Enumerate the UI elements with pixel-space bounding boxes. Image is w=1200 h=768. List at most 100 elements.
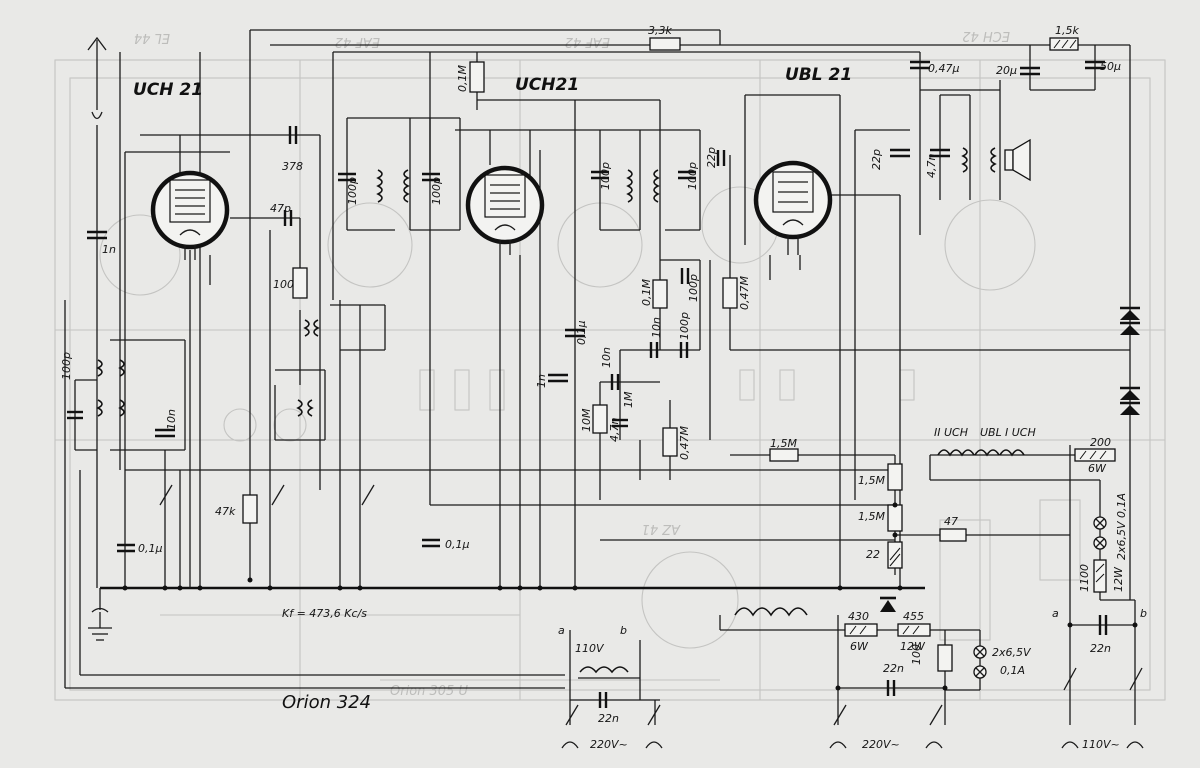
label: 1,5M (858, 510, 885, 523)
wiring (64, 29, 1136, 725)
label: 12W (1112, 566, 1125, 592)
component-labels: UCH 21 UCH21 UBL 21 Orion 324 378 47p 10… (60, 24, 1147, 751)
label: 100p (686, 162, 699, 190)
ghost-lamp (273, 408, 307, 442)
label: 22 (866, 548, 880, 561)
resistor-47 (939, 528, 967, 542)
resistors (242, 37, 1116, 672)
label: 50µ (1100, 60, 1121, 73)
ghost-res (779, 369, 795, 401)
label: 6W (1088, 462, 1107, 475)
resistor-1100-12W (1093, 559, 1107, 593)
label: 0,1µ (575, 321, 588, 346)
label: I UCH (1005, 426, 1036, 439)
ghost-frame-inner (69, 77, 1151, 691)
label: 430 (848, 610, 869, 623)
switches (159, 484, 1143, 726)
resistor-1-5M-a (887, 463, 903, 491)
label: 200 (1090, 436, 1111, 449)
ghost-res (489, 369, 505, 411)
ghost-label: AZ 41 (642, 521, 681, 536)
tube-label: UCH 21 (133, 80, 203, 100)
label: 100p (60, 352, 73, 380)
resistor-10M (592, 404, 608, 434)
label: 100 (273, 278, 294, 291)
label: 1,5M (858, 474, 885, 487)
ghost-tube (944, 199, 1036, 291)
label: 22n (1090, 642, 1111, 655)
label: 0,1M (640, 279, 653, 306)
label: b (1140, 607, 1147, 620)
label: 6W (850, 640, 869, 653)
label: a (1052, 607, 1059, 620)
ghost-box (1039, 499, 1081, 581)
label: 3,3k (648, 24, 672, 37)
ghost-tube (641, 551, 739, 649)
speaker-icon (1004, 138, 1031, 182)
ghost-label: EAF 42 (335, 34, 380, 49)
label: 0,1µ (445, 538, 470, 551)
label: 220V~ (862, 738, 900, 751)
resistor-100 (292, 267, 308, 299)
ghost-label: ECH 42 (962, 28, 1010, 43)
coils (96, 147, 1025, 679)
label: 22n (883, 662, 904, 675)
resistor-0-47M-a (722, 277, 738, 309)
tube-ubl21 (753, 160, 833, 255)
ghost-label: EAF 42 (565, 34, 610, 49)
ghost-label: Orion 305 U (390, 684, 468, 699)
ghost-res (739, 369, 755, 401)
label: 100p (599, 162, 612, 190)
label: b (620, 624, 627, 637)
label: 100p (430, 177, 443, 205)
tube-label: UCH21 (515, 75, 579, 95)
label: 47k (215, 505, 236, 518)
label: 12W (900, 640, 926, 653)
resistor-1-5M-h (769, 448, 799, 462)
ghost-label: EL 44 (134, 30, 170, 45)
antenna-symbol (87, 36, 107, 120)
ghost-res (419, 369, 435, 411)
label: 1100 (1078, 564, 1091, 592)
label: 100p (346, 177, 359, 205)
resistor-200-6W (1074, 448, 1116, 462)
label: 0,1µ (138, 542, 163, 555)
junction-dots (122, 502, 1138, 691)
label: 1n (102, 243, 116, 256)
label: 1n (535, 374, 548, 388)
resistor-430-6W (844, 623, 878, 637)
label: 100p (678, 312, 691, 340)
label: 4,7n (925, 154, 938, 178)
resistor-22 (887, 541, 903, 569)
label: 20µ (996, 64, 1017, 77)
label: 22n (598, 712, 619, 725)
resistor-455-12W (897, 623, 931, 637)
label: 110V~ (1082, 738, 1120, 751)
ghost-res (454, 369, 470, 411)
resistor-0-1M (652, 279, 668, 309)
label: 100 (910, 644, 923, 665)
ghost-lamp (223, 408, 257, 442)
label: 10n (600, 347, 613, 368)
ghost-tube (99, 214, 181, 296)
ghost-res (899, 369, 915, 401)
label: 0,1M (456, 65, 469, 92)
label: 10n (165, 409, 178, 430)
resistor-1-5k (1049, 37, 1079, 51)
label: 10M (580, 408, 593, 432)
label: 0,47µ (928, 62, 960, 75)
label: 100p (687, 274, 700, 302)
label: 10n (650, 317, 663, 338)
label: 4,7n (608, 418, 621, 442)
resistor-0-47M-b (662, 427, 678, 457)
ghost-tube (327, 202, 413, 288)
label: 22p (705, 147, 718, 168)
label: 0,47M (678, 426, 691, 460)
label: 1,5M (770, 437, 797, 450)
label: 455 (903, 610, 924, 623)
rectifier-diodes (880, 306, 1140, 612)
resistor-1-5M-b (887, 504, 903, 532)
tube-uch21-1 (150, 170, 230, 260)
